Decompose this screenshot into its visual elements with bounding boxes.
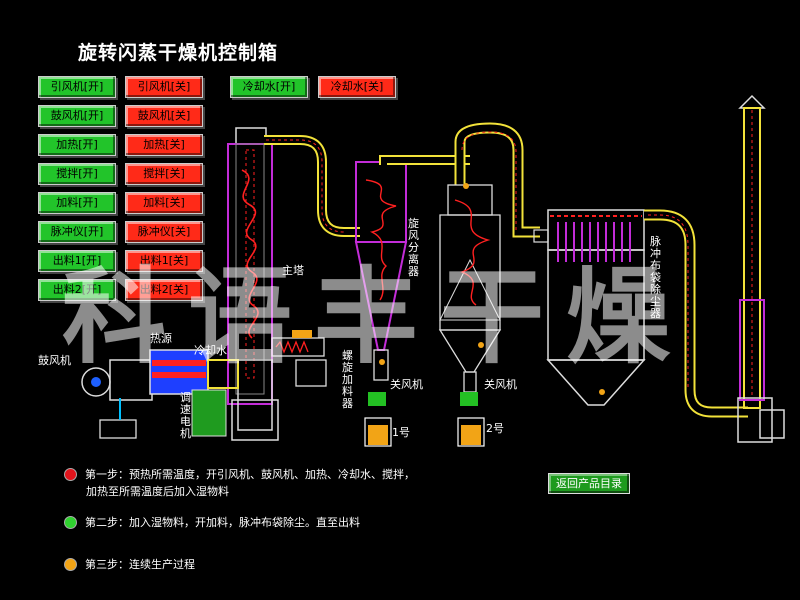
bag-filter-label: 脉冲布袋除尘器 (650, 235, 661, 320)
rotary-valve-1-label: 关风机 (390, 378, 423, 391)
page-title: 旋转闪蒸干燥机控制箱 (78, 42, 279, 64)
blower-on-button[interactable]: 鼓风机[开] (38, 105, 116, 127)
step-3: 第三步：连续生产过程 (64, 556, 195, 573)
stirring-on-button[interactable]: 搅拌[开] (38, 163, 116, 185)
step-1: 第一步：预热所需温度，开引风机、鼓风机、加热、冷却水、搅拌， 加热至所需温度后加… (64, 466, 415, 500)
heating-off-button[interactable]: 加热[关] (125, 134, 203, 156)
blower-off-button[interactable]: 鼓风机[关] (125, 105, 203, 127)
cooling-water-off-button[interactable]: 冷却水[关] (318, 76, 396, 98)
heat-source-label: 热源 (150, 332, 172, 345)
feeding-on-button[interactable]: 加料[开] (38, 192, 116, 214)
step-3-text: 第三步：连续生产过程 (85, 558, 195, 571)
main-tower (227, 127, 279, 441)
stirring-off-button[interactable]: 搅拌[关] (125, 163, 203, 185)
pulse-on-button[interactable]: 脉冲仪[开] (38, 221, 116, 243)
return-to-catalog-button[interactable]: 返回产品目录 (548, 473, 630, 494)
chimney (737, 94, 785, 443)
screw-feeder (271, 330, 327, 387)
cooling-water-on-button[interactable]: 冷却水[开] (230, 76, 308, 98)
heating-on-button[interactable]: 加热[开] (38, 134, 116, 156)
blower-assembly (81, 349, 239, 439)
rotary-valve-2-label: 关风机 (484, 378, 517, 391)
discharge1-on-button[interactable]: 出料1[开] (38, 250, 116, 272)
step-2-indicator (64, 515, 77, 529)
cooling-water-label: 冷却水 (194, 344, 227, 357)
step-1-text: 第一步：预热所需温度，开引风机、鼓风机、加热、冷却水、搅拌， (85, 468, 415, 481)
discharge2-off-button[interactable]: 出料2[关] (125, 279, 203, 301)
bag-filter (533, 209, 646, 406)
discharge1-off-button[interactable]: 出料1[关] (125, 250, 203, 272)
step-3-indicator (64, 557, 77, 571)
outlet-2-label: 2号 (486, 422, 504, 435)
induced-fan-off-button[interactable]: 引风机[关] (125, 76, 203, 98)
screw-feeder-label: 螺旋加料器 (342, 349, 353, 410)
discharge2-on-button[interactable]: 出料2[开] (38, 279, 116, 301)
step-1-text-2: 加热至所需温度后加入湿物料 (86, 485, 229, 498)
step-2-text: 第二步：加入湿物料，开加料，脉冲布袋除尘。直至出料 (85, 516, 360, 529)
feeding-off-button[interactable]: 加料[关] (125, 192, 203, 214)
induced-fan-on-button[interactable]: 引风机[开] (38, 76, 116, 98)
step-2: 第二步：加入湿物料，开加料，脉冲布袋除尘。直至出料 (64, 514, 360, 531)
outlet-1-label: 1号 (392, 426, 410, 439)
cyclone-label: 旋风分离器 (408, 217, 419, 278)
pulse-off-button[interactable]: 脉冲仪[关] (125, 221, 203, 243)
blower-label: 鼓风机 (38, 354, 71, 367)
cyclone-1 (354, 161, 408, 447)
main-tower-label: 主塔 (282, 264, 304, 277)
cyclone-2 (438, 183, 502, 447)
step-1-indicator (64, 467, 77, 481)
watermark: 科语丰干燥 (62, 256, 693, 378)
speed-motor-label: 调速电机 (180, 391, 191, 440)
